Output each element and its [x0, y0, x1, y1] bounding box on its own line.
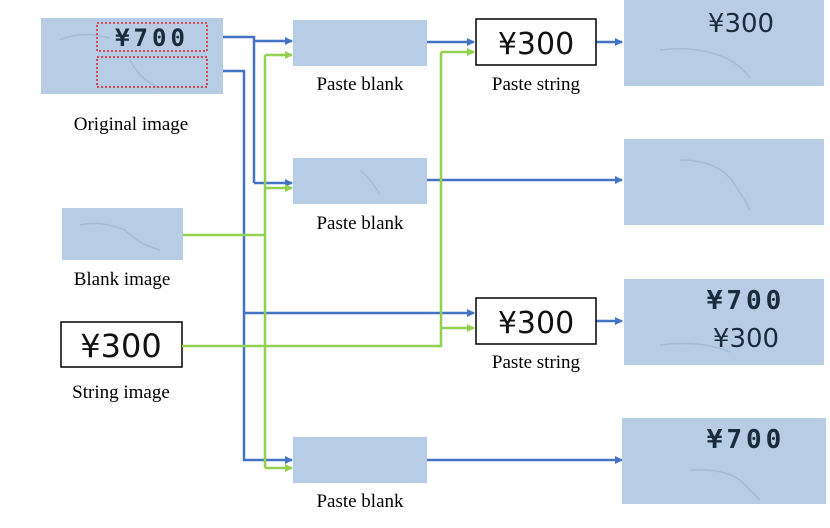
string-image: ¥300 — [60, 321, 183, 368]
string-image-text: ¥300 — [80, 327, 161, 365]
paste-string-label-2: Paste string — [492, 352, 581, 373]
blank-image — [62, 208, 183, 260]
paste-blank-label-1: Paste blank — [316, 74, 404, 95]
paste-string-text-2: ¥300 — [498, 306, 574, 341]
paste-blank-label-2: Paste blank — [316, 213, 404, 234]
output-image-3: ¥700 ¥300 — [624, 279, 824, 365]
paste-blank-step-3 — [293, 437, 427, 483]
string-image-label: String image — [72, 382, 170, 403]
paste-blank-step-2 — [293, 158, 427, 204]
blank-region-box — [96, 56, 208, 88]
blue-connectors — [223, 35, 623, 464]
paste-string-label-1: Paste string — [492, 74, 581, 95]
original-price-text: ¥700 — [115, 24, 189, 52]
output-3-line-1: ¥700 — [707, 286, 786, 316]
output-image-4: ¥700 — [622, 418, 826, 504]
paste-blank-label-3: Paste blank — [316, 491, 404, 512]
output-1-line-2: ¥300 — [708, 9, 774, 39]
paste-string-step-1: ¥300 — [475, 18, 597, 66]
green-connectors — [182, 48, 475, 472]
original-image-label: Original image — [74, 114, 189, 135]
original-image: ¥700 — [41, 18, 223, 94]
price-region-box — [96, 22, 208, 52]
paste-blank-step-1 — [293, 20, 427, 66]
output-image-2 — [624, 139, 824, 225]
output-image-1: ¥300 — [624, 0, 824, 86]
paste-string-text-1: ¥300 — [498, 27, 574, 62]
blank-image-label: Blank image — [74, 269, 171, 290]
paste-string-step-2: ¥300 — [475, 297, 597, 345]
output-3-line-2: ¥300 — [713, 324, 779, 354]
output-4-line-1: ¥700 — [707, 425, 786, 455]
